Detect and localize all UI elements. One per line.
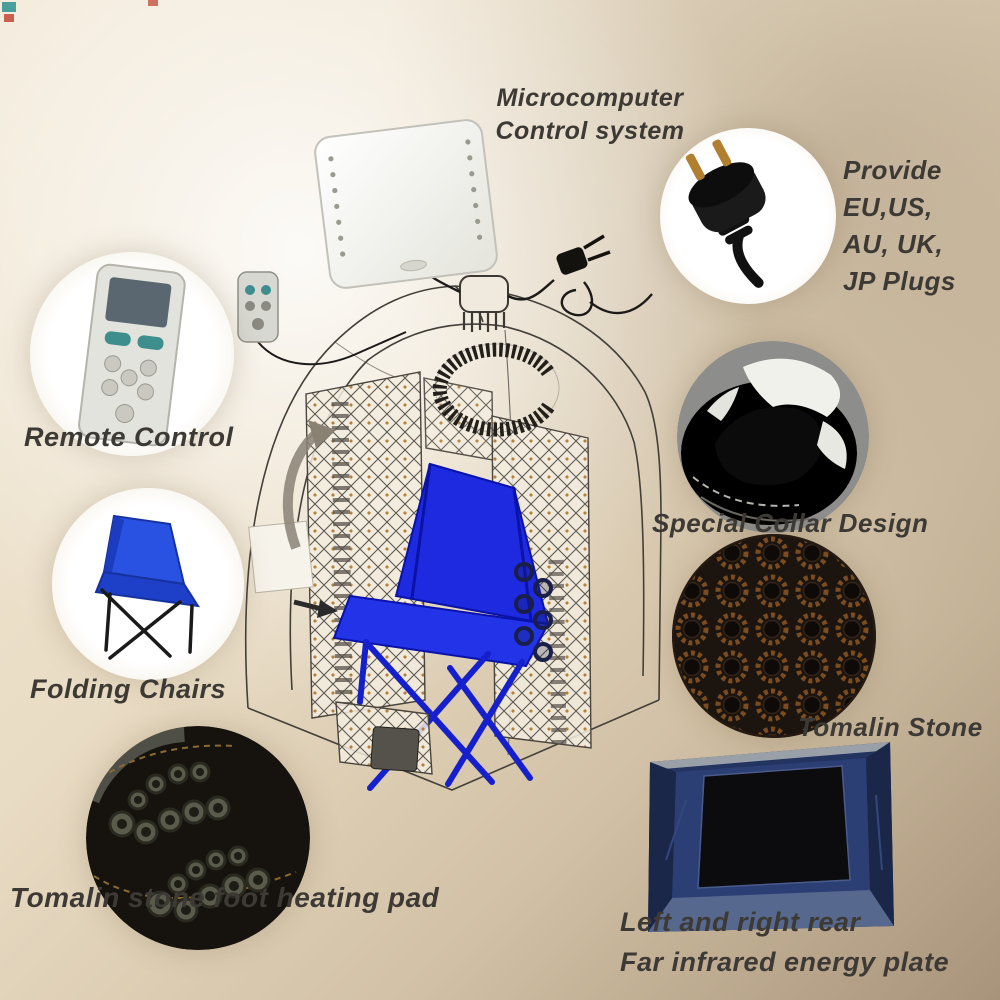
assembly-arrow [282, 420, 336, 550]
tent-zipper-strips [331, 401, 567, 745]
label-microcomputer: Microcomputer Control system [455, 82, 725, 148]
power-wires [257, 267, 653, 366]
wired-controller [237, 271, 279, 343]
special-collar-photo [677, 341, 869, 533]
vent-grommets [514, 562, 553, 662]
corner-artifact [2, 2, 16, 12]
us-plug [556, 234, 611, 275]
tent-foot-pad [335, 701, 433, 775]
label-line: Microcomputer [496, 84, 684, 112]
label-line: Far infrared energy plate [620, 947, 950, 977]
remote-control-photo [30, 252, 234, 456]
label-special-collar: Special Collar Design [652, 508, 928, 539]
tent-pocket [248, 520, 314, 594]
heating-coil [432, 342, 560, 437]
label-line: EU,US, [843, 192, 933, 222]
folding-chair-photo [52, 488, 244, 680]
folding-chair-illustration [332, 462, 550, 791]
control-box-photo [311, 116, 501, 292]
label-tomalin-stone: Tomalin Stone [798, 712, 983, 743]
tent-frame [244, 285, 662, 791]
stone-cluster-right-foot [146, 845, 271, 923]
label-foot-heating-pad: Tomalin stone foot heating pad [10, 882, 439, 914]
tomalin-stone-photo [672, 534, 876, 738]
label-energy-plate: Left and right rear Far infrared energy … [620, 902, 949, 982]
label-line: Control system [495, 117, 685, 145]
label-remote-control: Remote Control [24, 422, 234, 453]
label-line: Folding Chairs [30, 674, 226, 704]
label-plugs: Provide EU,US, AU, UK, JP Plugs [843, 152, 956, 300]
foot-heating-pad-photo [86, 726, 310, 950]
label-line: Tomalin stone foot heating pad [10, 882, 440, 913]
label-line: Special Collar Design [652, 508, 929, 538]
heating-panels [305, 371, 592, 749]
corner-artifact [148, 0, 158, 6]
remote-screen [105, 277, 172, 328]
label-line: JP Plugs [843, 266, 956, 296]
tent-interior-energy-plate-photo [646, 740, 896, 934]
label-line: AU, UK, [843, 229, 944, 259]
label-line: Tomalin Stone [798, 712, 983, 742]
steam-pod [459, 275, 509, 332]
eu-plug-photo [660, 128, 836, 304]
direction-arrow [293, 599, 338, 618]
stone-cluster-left-foot [108, 761, 231, 845]
label-line: Remote Control [24, 422, 234, 452]
label-line: Provide [843, 155, 942, 185]
label-folding-chairs: Folding Chairs [30, 674, 226, 705]
label-line: Left and right rear [620, 907, 861, 937]
corner-artifact [4, 14, 14, 22]
